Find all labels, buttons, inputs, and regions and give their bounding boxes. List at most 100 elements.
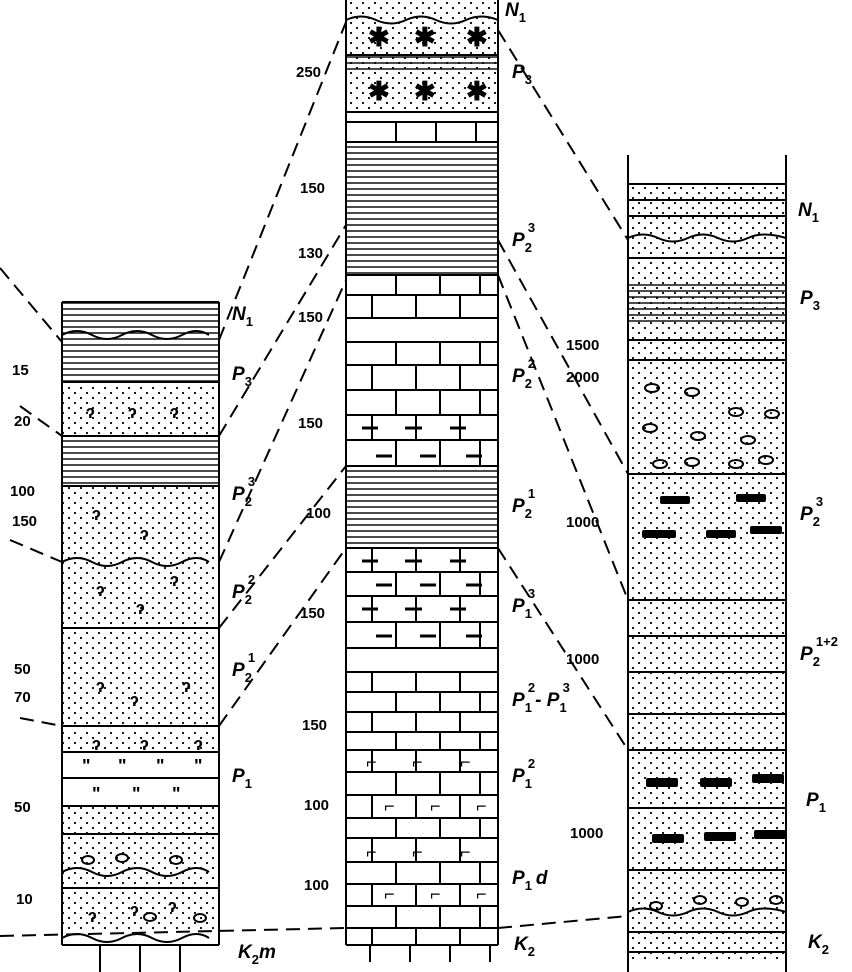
- svg-text:ɂ: ɂ: [136, 598, 145, 618]
- correlation-line: [497, 547, 629, 751]
- correlation-line: [9, 539, 63, 563]
- thickness-label: 100: [306, 505, 331, 522]
- layer-shale: [346, 55, 498, 71]
- thickness-label: 50: [14, 799, 31, 816]
- conglomerate-pebbles: [642, 383, 783, 911]
- age-label: P21: [232, 650, 255, 685]
- svg-text:⌐: ⌐: [476, 796, 487, 816]
- layer-sand: [628, 184, 786, 474]
- thickness-label: 10: [16, 891, 33, 908]
- svg-text:": ": [132, 784, 141, 804]
- svg-text:✱: ✱: [368, 76, 390, 106]
- svg-text:ɂ: ɂ: [92, 734, 101, 754]
- column-middle: ✱✱✱ ✱✱✱ ⌐⌐⌐ ⌐⌐⌐ ⌐⌐⌐ ⌐⌐⌐ 250 150 130 150 …: [296, 0, 570, 962]
- svg-text:": ": [92, 784, 101, 804]
- svg-text:⌐: ⌐: [460, 842, 471, 862]
- svg-text:ɂ: ɂ: [168, 896, 177, 916]
- age-label: P22: [232, 572, 255, 607]
- thickness-label: 100: [304, 797, 329, 814]
- age-label: P13: [512, 586, 535, 621]
- layer-sand: [628, 474, 786, 926]
- svg-text:✱: ✱: [466, 76, 488, 106]
- svg-text:ɂ: ɂ: [96, 580, 105, 600]
- correlation-line: [218, 21, 347, 341]
- correlation-lines: [0, 21, 629, 937]
- svg-text:ɂ: ɂ: [130, 900, 139, 920]
- thickness-label: 150: [300, 180, 325, 197]
- svg-text:✱: ✱: [368, 22, 390, 52]
- marl-dashes: [362, 426, 482, 638]
- layer-shale: [62, 302, 219, 382]
- age-label: K2: [808, 932, 829, 957]
- correlation-line: [218, 224, 347, 437]
- coal-lenses: [642, 494, 786, 843]
- correlation-line: [0, 927, 347, 937]
- correlation-line: [19, 405, 63, 437]
- correlation-line: [497, 239, 629, 475]
- age-label: P21: [512, 486, 535, 521]
- svg-text:ɂ: ɂ: [86, 402, 95, 422]
- age-label: P22: [512, 356, 535, 391]
- gypsum-marks: ✱✱✱ ✱✱✱: [368, 22, 488, 106]
- age-label: K2: [514, 934, 535, 959]
- age-label: P1: [232, 766, 252, 791]
- svg-text:⌐: ⌐: [366, 752, 377, 772]
- age-label: N1: [505, 0, 526, 25]
- correlation-line: [497, 915, 629, 929]
- age-label: P23: [232, 474, 255, 509]
- thickness-label: 100: [10, 483, 35, 500]
- layer-shale: [346, 142, 498, 275]
- svg-text:ɂ: ɂ: [128, 402, 137, 422]
- age-label: N1: [232, 304, 253, 329]
- svg-text:ɂ: ɂ: [170, 402, 179, 422]
- thickness-label: 1000: [566, 514, 599, 531]
- correlation-line: [218, 547, 347, 727]
- thickness-label: 150: [298, 415, 323, 432]
- svg-text:⌐: ⌐: [460, 752, 471, 772]
- svg-text:ɂ: ɂ: [130, 690, 139, 710]
- correlation-line: [19, 717, 63, 727]
- svg-text:⌐: ⌐: [366, 842, 377, 862]
- svg-text:": ": [194, 756, 203, 776]
- svg-text:⌐: ⌐: [384, 796, 395, 816]
- age-label: P23: [512, 220, 535, 255]
- svg-text:ɂ: ɂ: [96, 676, 105, 696]
- svg-text:ɂ: ɂ: [182, 676, 191, 696]
- age-label: P23: [800, 494, 823, 529]
- thickness-label: 150: [12, 513, 37, 530]
- age-label: K2m: [238, 942, 276, 967]
- thickness-label: 1000: [570, 825, 603, 842]
- layer-conglomerate: [62, 834, 219, 930]
- svg-text:⌐: ⌐: [412, 752, 423, 772]
- thickness-label: 150: [298, 309, 323, 326]
- svg-text:": ": [172, 784, 181, 804]
- age-label: P21+2: [800, 634, 838, 669]
- correlation-line: [497, 29, 629, 241]
- age-label: P3: [800, 288, 820, 313]
- svg-text:": ": [118, 756, 127, 776]
- column-right: 1500 2000 1000 1000 1000 N1 P3 P23 P21+2…: [566, 155, 838, 972]
- correlation-line: [218, 279, 347, 563]
- thickness-label: 2000: [566, 369, 599, 386]
- svg-text:ɂ: ɂ: [88, 906, 97, 926]
- svg-text:⌐: ⌐: [430, 796, 441, 816]
- thickness-label: 20: [14, 413, 31, 430]
- thickness-label: 15: [12, 362, 29, 379]
- svg-text:ɂ: ɂ: [92, 504, 101, 524]
- dolomite-marks: ⌐⌐⌐ ⌐⌐⌐ ⌐⌐⌐ ⌐⌐⌐: [366, 752, 487, 904]
- age-label: P3: [512, 62, 532, 87]
- layer-sand: [62, 806, 219, 834]
- age-label: P12- P13: [512, 680, 570, 715]
- thickness-label: 70: [14, 689, 31, 706]
- thickness-label: 1500: [566, 337, 599, 354]
- svg-text:ɂ: ɂ: [194, 734, 203, 754]
- svg-text:ɂ: ɂ: [140, 524, 149, 544]
- layer-sand-shells: [62, 386, 219, 436]
- layer-sand: [62, 730, 219, 752]
- thickness-label: 150: [300, 605, 325, 622]
- thickness-label: 1000: [566, 651, 599, 668]
- layer-sand-shells: [62, 486, 219, 726]
- svg-text:ɂ: ɂ: [140, 734, 149, 754]
